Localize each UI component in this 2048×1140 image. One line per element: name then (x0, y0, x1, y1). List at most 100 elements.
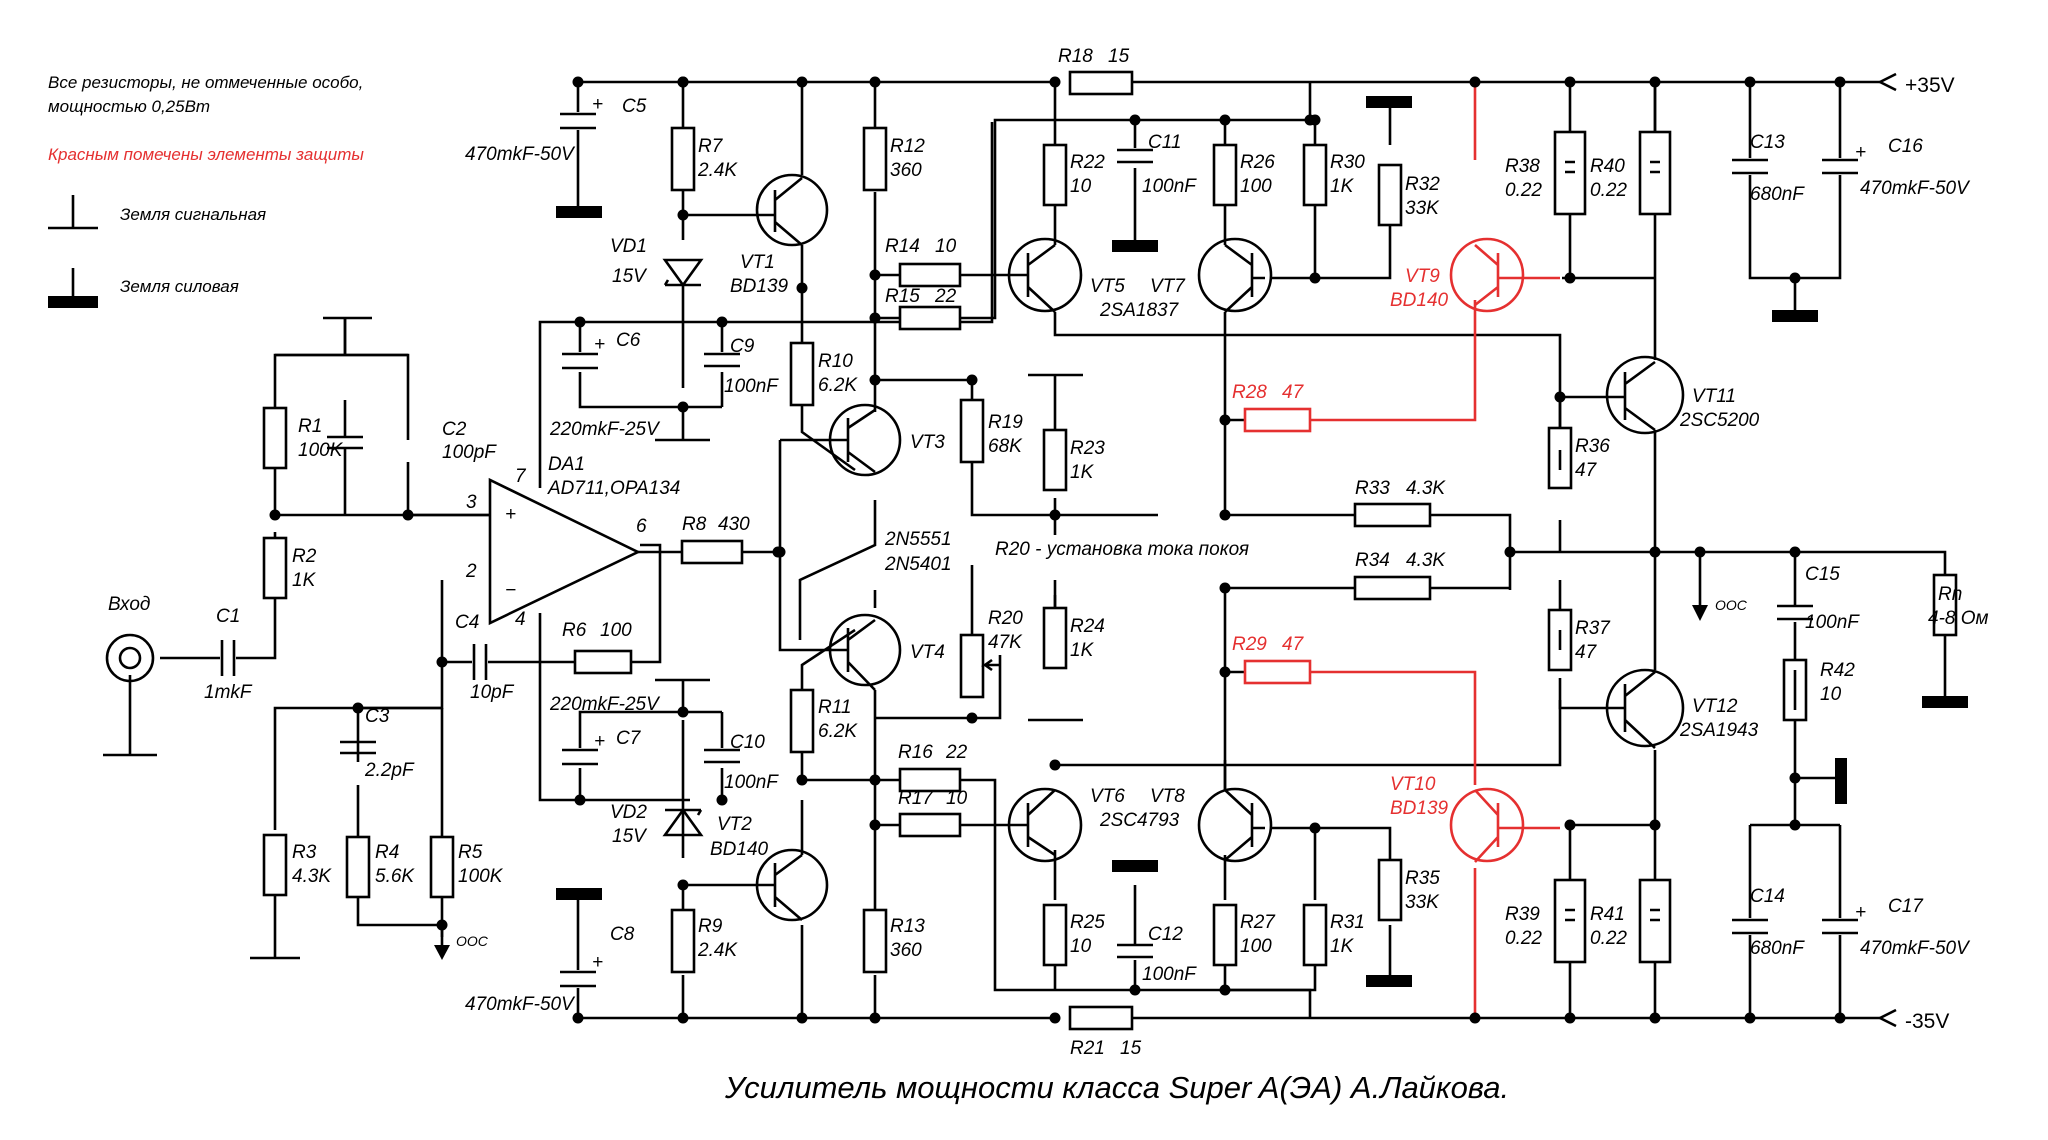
junction-dot (677, 706, 689, 718)
junction-dot (1789, 546, 1801, 558)
junction-dot (677, 879, 689, 891)
junction-dot (796, 282, 808, 294)
resistor-r18 (1068, 70, 1134, 96)
label-r1-ref: R1 (298, 416, 322, 437)
label-r13-value: 360 (890, 940, 922, 961)
label-c11-value: 100nF (1142, 176, 1197, 197)
label-c4-ref: C4 (455, 612, 479, 633)
input-jack (103, 633, 157, 757)
junction-dot (1564, 76, 1576, 88)
junction-dot (1219, 666, 1231, 678)
junction-dot (1219, 984, 1231, 996)
junction-dot (1219, 114, 1231, 126)
label-c16-ref: C16 (1888, 136, 1923, 157)
label-rn-ref: Rn (1938, 584, 1962, 605)
junction-dot (1744, 1012, 1756, 1024)
label-r31-value: 1K (1330, 936, 1355, 957)
junction-dot (1834, 1012, 1846, 1024)
junction-dot (436, 919, 448, 931)
label-c7-ref: C7 (616, 728, 642, 749)
transistor-vt8 (1197, 787, 1273, 863)
label-r36-ref: R36 (1575, 436, 1610, 457)
label-r4-ref: R4 (375, 842, 399, 863)
label-vd2-value: 15V (612, 826, 648, 847)
junction-dots (269, 76, 1846, 1024)
label-r9-value: 2.4K (697, 940, 738, 961)
label-r10-ref: R10 (818, 351, 853, 372)
junction-dot (1469, 1012, 1481, 1024)
capacitor-c10 (704, 748, 740, 764)
junction-dot (869, 1012, 881, 1024)
capacitor-c13 (1732, 158, 1768, 175)
junction-dot (1789, 772, 1801, 784)
note-line2: мощностью 0,25Вт (48, 97, 210, 116)
junction-dot (1789, 272, 1801, 284)
capacitor-c9 (704, 352, 740, 368)
resistor-r35 (1377, 858, 1403, 922)
label-vt11-part: 2SC5200 (1679, 410, 1760, 431)
grounds (48, 96, 1968, 987)
opamp-part: AD711,OPA134 (547, 478, 680, 499)
resistor-r13 (862, 908, 888, 974)
label-vt4-ref: VT4 (910, 642, 945, 663)
label-r13-ref: R13 (890, 916, 925, 937)
transistor-vt2 (755, 848, 829, 922)
label-r34-ref: R34 (1355, 550, 1390, 571)
junction-dot (1744, 76, 1756, 88)
label-r26-value: 100 (1240, 176, 1272, 197)
label-r37-ref: R37 (1575, 618, 1611, 639)
label-r42-value: 10 (1820, 684, 1842, 705)
transistor-vt1 (755, 173, 829, 247)
label-r14-value: 10 (935, 236, 957, 257)
label-r24-ref: R24 (1070, 616, 1105, 637)
label-r17-value: 10 (946, 788, 968, 809)
label-c1-ref: C1 (216, 606, 240, 627)
label-r28-ref: R28 (1232, 382, 1267, 403)
label-c2-value: 100pF (442, 442, 497, 463)
label-vt10-part: BD139 (1390, 798, 1449, 819)
label-vd2-ref: VD2 (610, 802, 647, 823)
label-c8-value: 470mkF-50V (465, 994, 576, 1015)
label-vt12-part: 2SA1943 (1679, 720, 1759, 741)
capacitor-c2 (327, 400, 363, 515)
label-r20-value: 47K (988, 632, 1023, 653)
label-r27-value: 100 (1240, 936, 1272, 957)
transistor-vt6 (1007, 787, 1083, 863)
junction-dot (677, 209, 689, 221)
resistor-r6 (573, 649, 633, 675)
rail-pos-label: +35V (1905, 74, 1955, 97)
label-c8-ref: C8 (610, 924, 635, 945)
label-r29-ref: R29 (1232, 634, 1267, 655)
page-title: Усилитель мощности класса Super A(ЭА) А.… (724, 1070, 1509, 1105)
resistor-r9 (670, 908, 696, 974)
junction-dot (869, 269, 881, 281)
label-r11-ref: R11 (818, 697, 851, 718)
label-c17-ref: C17 (1888, 896, 1924, 917)
zener-vd2 (662, 807, 704, 837)
svg-text:+: + (594, 731, 605, 752)
label-r32-ref: R32 (1405, 174, 1440, 195)
label-c12-ref: C12 (1148, 924, 1183, 945)
rail-neg-label: -35V (1905, 1010, 1949, 1033)
zener-vd1 (662, 258, 704, 288)
label-r23-value: 1K (1070, 462, 1095, 483)
label-c2-ref: C2 (442, 419, 467, 440)
label-c15-ref: C15 (1805, 564, 1840, 585)
capacitor-c6 (562, 352, 598, 370)
junction-dot (1309, 822, 1321, 834)
note-signal-ground: Земля сигнальная (120, 205, 266, 224)
opamp-pin3: 3 (466, 492, 477, 513)
svg-text:+: + (594, 334, 605, 355)
label-r33-value: 4.3K (1406, 478, 1446, 499)
label-r41-value: 0.22 (1590, 928, 1627, 949)
junction-dot (1219, 582, 1231, 594)
junction-dot (1649, 819, 1661, 831)
junction-dot (796, 1012, 808, 1024)
label-r15-value: 22 (934, 286, 957, 307)
junction-dot (1554, 391, 1566, 403)
label-vt5-ref: VT5 (1090, 276, 1125, 297)
label-c3-value: 2.2pF (364, 760, 415, 781)
transistor-vt9 (1449, 237, 1525, 313)
label-r1-value: 100K (298, 440, 344, 461)
